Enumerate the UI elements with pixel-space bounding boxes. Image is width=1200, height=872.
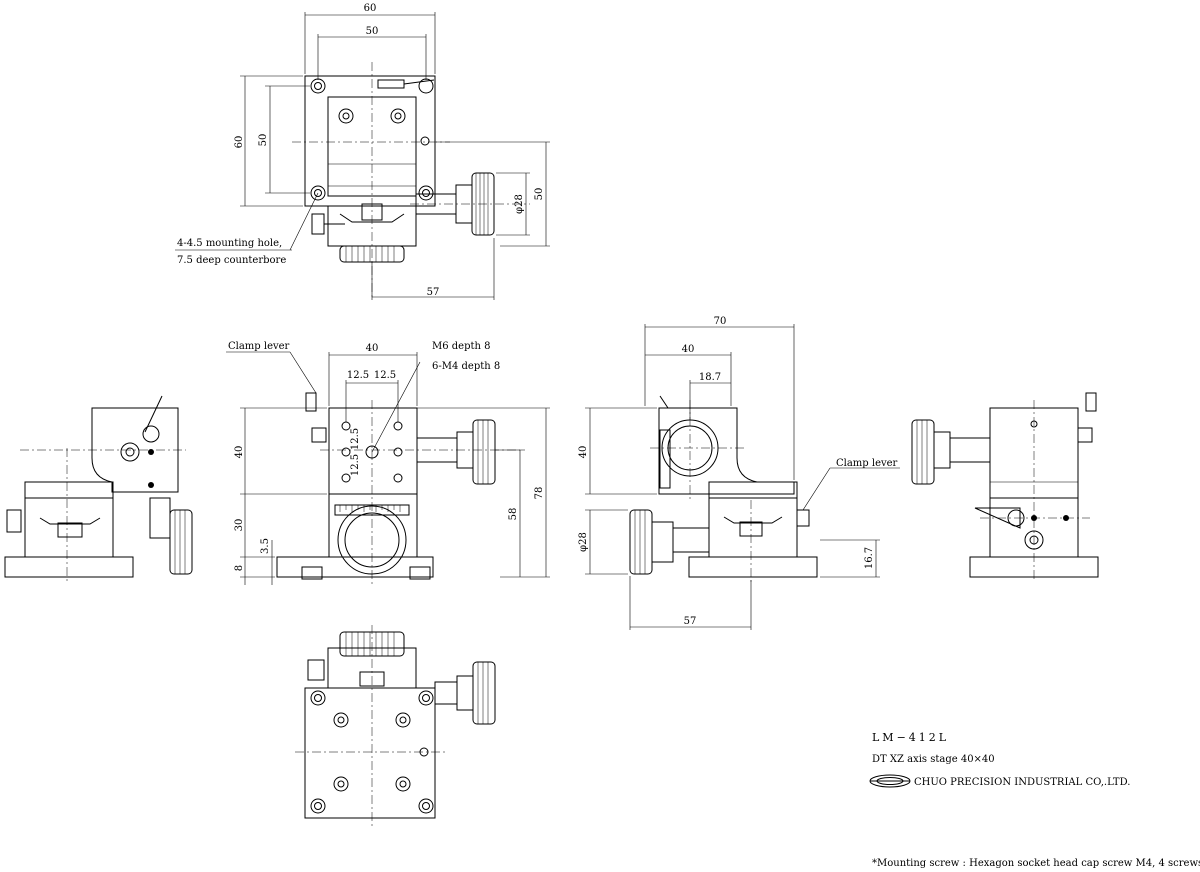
dim-front-vpitch-a: 12.5 (350, 428, 361, 450)
front-view: 40 12.5 12.5 12.5 12.5 40 30 8 3.5 58 78… (226, 341, 550, 585)
dim-front-h-3-5: 3.5 (260, 538, 271, 554)
dim-front-pitch-b: 12.5 (374, 370, 396, 381)
right-end-view (911, 392, 1099, 582)
dim-front-h-30: 30 (234, 519, 245, 532)
clamp-lever-callout-side: Clamp lever (836, 458, 898, 469)
dim-front-h-8: 8 (234, 565, 245, 571)
company-name: CHUO PRECISION INDUSTRIAL CO,.LTD. (914, 777, 1130, 788)
model-number: LM−412L (872, 731, 949, 744)
tap-m4-callout: 6-M4 depth 8 (432, 361, 500, 372)
dim-top-width-60: 60 (364, 3, 377, 14)
top-view: 60 50 60 50 φ28 50 57 4-4.5 mounting hol… (175, 3, 550, 300)
clamp-lever-callout-front: Clamp lever (228, 341, 290, 352)
title-block: LM−412L DT XZ axis stage 40×40 CHUO PREC… (869, 731, 1200, 869)
product-description: DT XZ axis stage 40×40 (872, 754, 995, 765)
dim-side-w-40: 40 (682, 344, 695, 355)
dim-front-h-58: 58 (508, 508, 519, 521)
dim-front-vpitch-b: 12.5 (350, 454, 361, 476)
dim-top-height-50: 50 (258, 134, 269, 147)
mounting-hole-icon (310, 78, 434, 201)
company-logo-icon (869, 774, 911, 788)
dim-top-knob-reach: 57 (427, 287, 440, 298)
dim-top-width-50: 50 (366, 26, 379, 37)
dim-side-knob-dia: φ28 (578, 532, 589, 552)
dim-side-knob-reach: 57 (684, 616, 697, 627)
mounting-screw-note: *Mounting screw : Hexagon socket head ca… (872, 858, 1200, 869)
dim-top-height-60: 60 (234, 136, 245, 149)
dim-top-knob-dia: φ28 (514, 194, 525, 214)
dim-front-top-40: 40 (366, 343, 379, 354)
dim-front-h-40: 40 (234, 446, 245, 459)
mounting-hole-callout-line2: 7.5 deep counterbore (177, 255, 286, 266)
bottom-view (295, 625, 496, 828)
dim-front-pitch-a: 12.5 (347, 370, 369, 381)
mounting-hole-callout-line1: 4-4.5 mounting hole, (177, 238, 282, 249)
dim-top-knob-height: 50 (534, 188, 545, 201)
side-view: 70 40 18.7 40 φ28 57 16.7 Clamp lever (578, 316, 900, 630)
left-side-view (4, 395, 193, 582)
dim-front-h-78: 78 (534, 487, 545, 500)
dim-side-w-70: 70 (714, 316, 727, 327)
dim-side-h-40: 40 (578, 446, 589, 459)
dim-side-h-16-7: 16.7 (864, 547, 875, 569)
dim-side-w-18-7: 18.7 (699, 372, 721, 383)
tap-m6-callout: M6 depth 8 (432, 341, 491, 352)
